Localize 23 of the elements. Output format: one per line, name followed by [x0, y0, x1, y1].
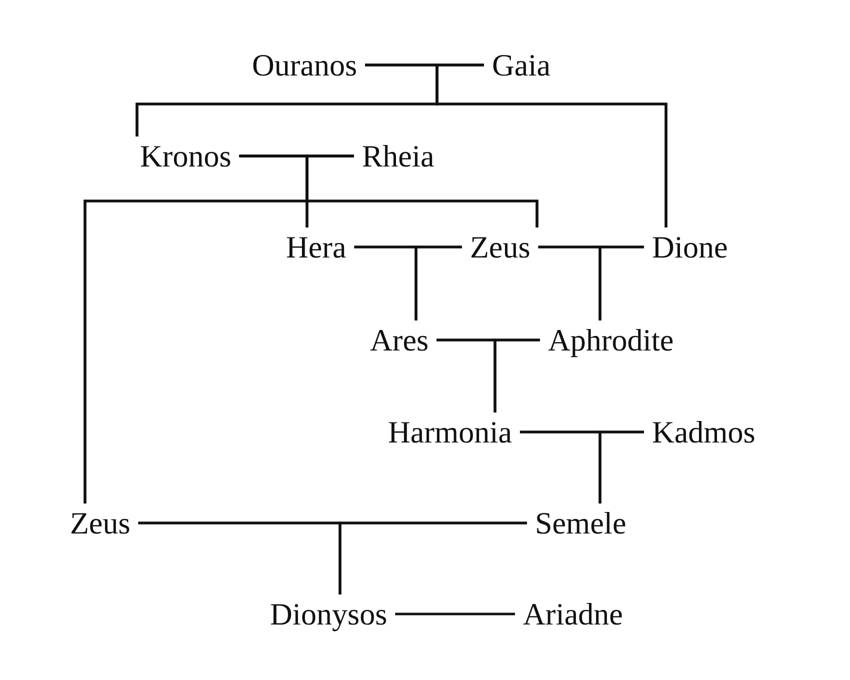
name-label: Zeus [470, 232, 530, 262]
name-label: Dionysos [270, 598, 388, 630]
name-label: Harmonia [388, 416, 512, 448]
name-label: Hera [286, 232, 346, 262]
name-label: Aphrodite [548, 324, 674, 356]
name-label: Ares [370, 324, 429, 356]
family-line [598, 246, 644, 320]
name-label: Kronos [140, 140, 232, 172]
name-label: Semele [535, 508, 626, 538]
name-label: Ouranos [252, 50, 358, 80]
name-label: Rheia [362, 140, 434, 172]
name-label: Ariadne [523, 598, 623, 630]
family-line [84, 154, 354, 504]
family-line [338, 522, 527, 594]
family-line [436, 64, 668, 228]
name-label: Gaia [492, 50, 551, 80]
family-line [395, 612, 515, 616]
family-line [598, 430, 644, 504]
name-label: Dione [652, 232, 728, 262]
family-line [414, 246, 462, 320]
family-line [494, 338, 540, 412]
name-label: Zeus [70, 508, 130, 538]
name-label: Kadmos [652, 416, 756, 448]
